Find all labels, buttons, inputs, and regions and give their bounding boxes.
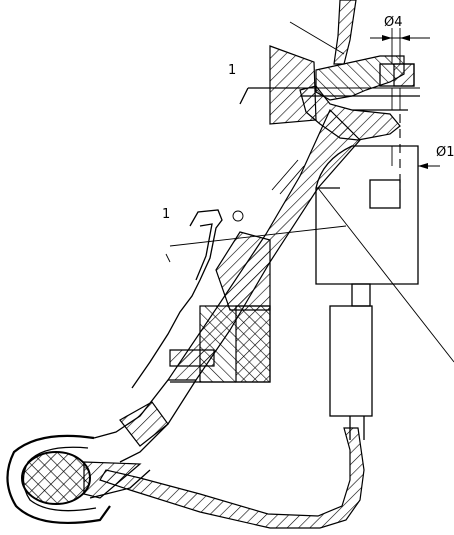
leader-top bbox=[289, 21, 345, 55]
pulley-assembly bbox=[6, 434, 151, 525]
lower-arm bbox=[93, 379, 197, 463]
upper-flange bbox=[299, 55, 420, 141]
diagonal-line bbox=[317, 187, 454, 363]
marker-upper: 1 bbox=[228, 63, 420, 105]
top-tube bbox=[333, 0, 357, 65]
marker-lower: 1 bbox=[162, 207, 347, 263]
arm-detail-lines bbox=[271, 159, 305, 195]
dimension-phi4-label: Ø4 bbox=[384, 15, 403, 30]
lower-blocks bbox=[169, 231, 271, 383]
lower-cylinder bbox=[329, 283, 373, 440]
dimension-phi1-label: Ø1 bbox=[436, 145, 454, 160]
mark-lower-label: 1 bbox=[162, 207, 170, 222]
dimension-phi4: Ø4 bbox=[370, 15, 430, 64]
mark-upper-label: 1 bbox=[228, 63, 236, 78]
hook-plate bbox=[131, 209, 244, 389]
right-housing: Ø1 bbox=[315, 145, 454, 285]
